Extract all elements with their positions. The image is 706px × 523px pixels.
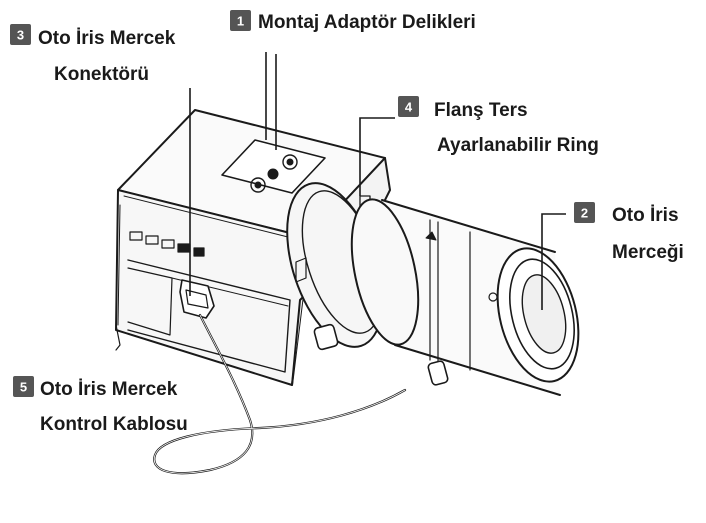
flange-knob	[313, 323, 339, 351]
callout-1-label: Montaj Adaptör Delikleri	[258, 12, 476, 33]
brand-marking	[129, 231, 205, 257]
mount-hole	[250, 177, 266, 193]
camera-illustration	[115, 109, 580, 475]
callout-2-badge	[574, 202, 595, 223]
callout-5-label-line-1: Oto İris Mercek	[40, 379, 178, 400]
lens-glass	[521, 274, 567, 354]
callout-5-badge	[13, 376, 34, 397]
callout-2-number: 2	[581, 206, 588, 221]
callout-3-label-line-1: Oto İris Mercek	[38, 28, 176, 49]
callout-4-label-line-2: Ayarlanabilir Ring	[437, 135, 599, 156]
callout-5: 5 Oto İris Mercek Kontrol Kablosu	[13, 376, 188, 435]
callout-3-badge	[10, 24, 31, 45]
callout-5-label-line-2: Kontrol Kablosu	[40, 414, 188, 435]
callout-4-badge	[398, 96, 419, 117]
callout-3: 3 Oto İris Mercek Konektörü	[10, 24, 176, 85]
leader-line-4	[359, 117, 395, 196]
callout-4: 4 Flanş Ters Ayarlanabilir Ring	[398, 96, 599, 156]
callout-5-number: 5	[20, 380, 27, 395]
iris-adjust-knob	[427, 360, 449, 386]
callout-1-badge	[230, 10, 251, 31]
callout-1-number: 1	[237, 14, 244, 29]
mount-adapter-plate	[221, 139, 326, 194]
callout-1: 1 Montaj Adaptör Delikleri	[230, 10, 476, 33]
callout-2-label-line-2: Merceği	[612, 242, 684, 263]
leader-lines	[189, 52, 566, 310]
leader-line-2	[541, 213, 566, 310]
callout-2-label-line-1: Oto İris	[612, 205, 679, 226]
mount-hole	[282, 154, 298, 170]
callout-4-label-line-1: Flanş Ters	[434, 100, 528, 121]
callout-4-number: 4	[405, 100, 413, 115]
auto-iris-connector	[179, 279, 215, 319]
callout-3-number: 3	[17, 28, 24, 43]
callout-3-label-line-2: Konektörü	[54, 64, 149, 85]
callout-2: 2 Oto İris Merceği	[574, 202, 684, 263]
